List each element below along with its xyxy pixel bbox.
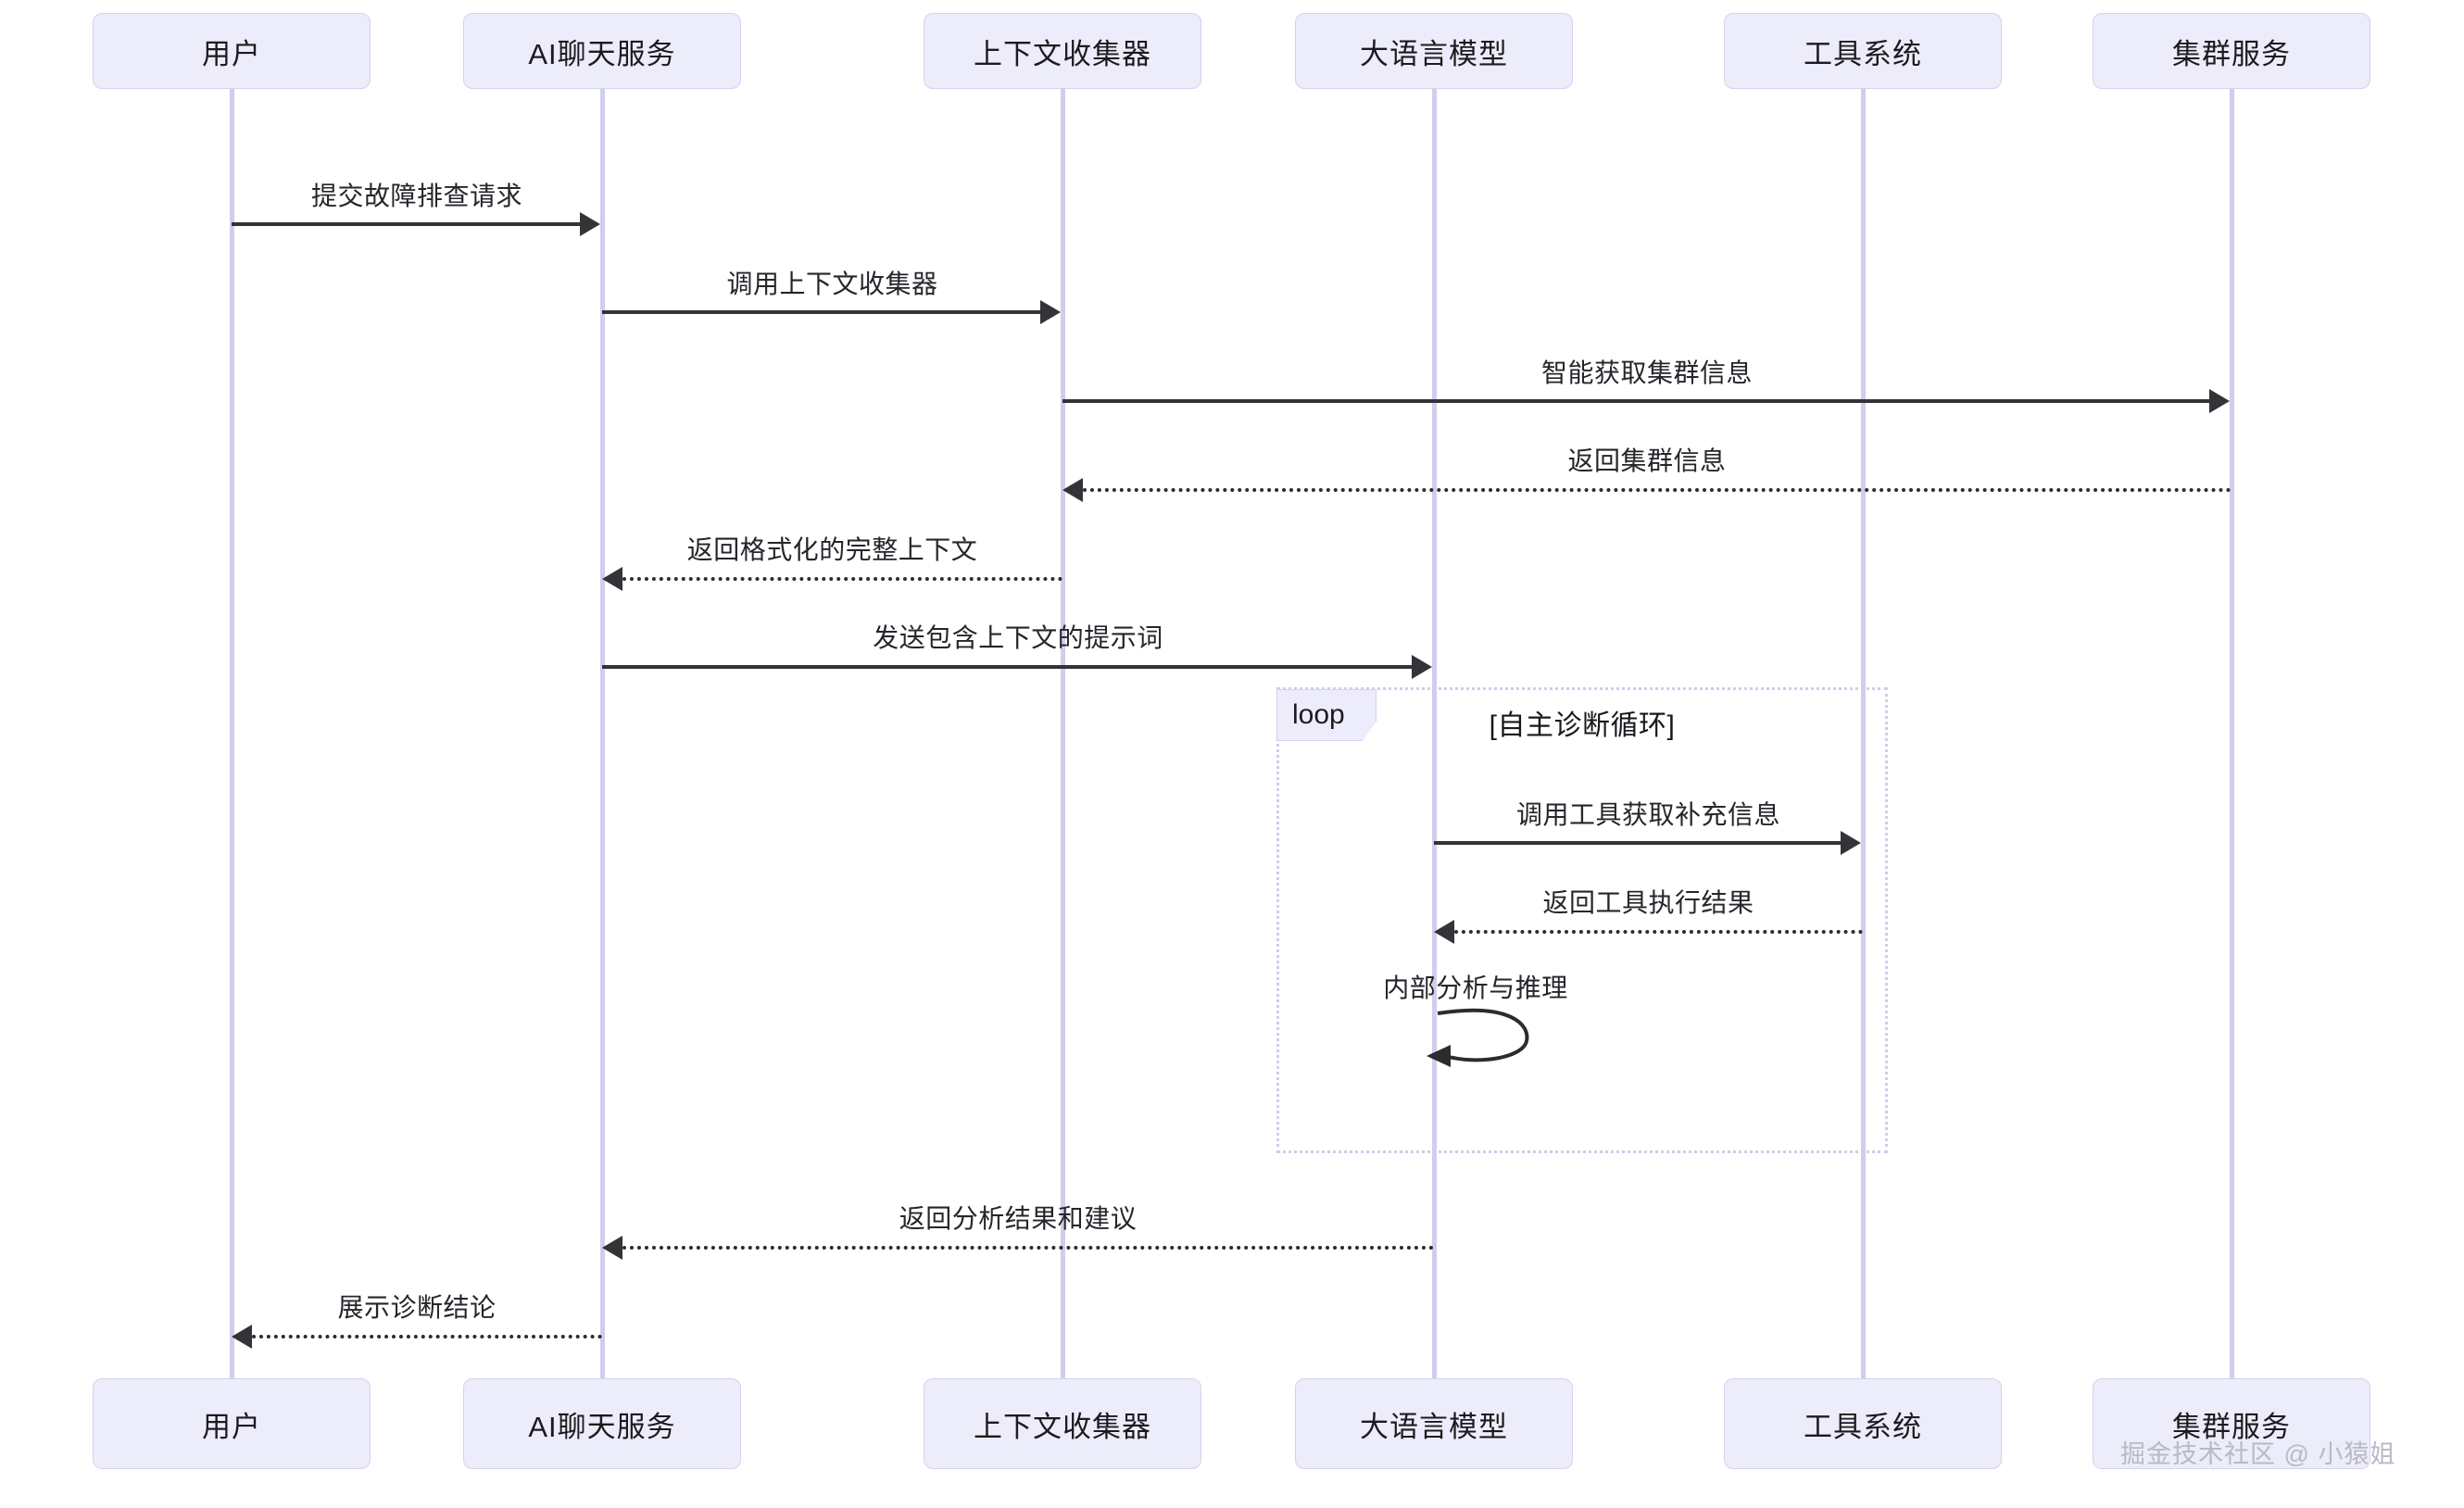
message-label-10: 返回分析结果和建议 [899, 1204, 1138, 1233]
message-arrowhead-3 [2209, 389, 2230, 413]
lifeline-user [230, 89, 234, 1378]
actor-label: AI聊天服务 [528, 1410, 676, 1443]
lifeline-llm [1432, 89, 1437, 1378]
loop-fragment-tab[interactable]: loop [1276, 689, 1377, 741]
actor-label: 集群服务 [2172, 1410, 2291, 1443]
actor-box-top-collector[interactable]: 上下文收集器 [924, 13, 1201, 89]
message-label-6: 发送包含上下文的提示词 [873, 623, 1163, 652]
actor-label: 大语言模型 [1360, 37, 1508, 70]
message-arrowhead-8 [1434, 920, 1454, 944]
message-arrowhead-1 [580, 212, 600, 236]
message-line-1 [232, 222, 582, 226]
message-line-6 [602, 665, 1414, 669]
message-arrowhead-11 [232, 1325, 252, 1349]
message-arrowhead-7 [1841, 831, 1861, 855]
actor-label: 工具系统 [1804, 37, 1922, 70]
actor-box-bottom-cluster[interactable]: 集群服务 [2093, 1378, 2370, 1469]
actor-label: 上下文收集器 [974, 1410, 1151, 1443]
message-label-3: 智能获取集群信息 [1540, 358, 1753, 387]
lifeline-chat [600, 89, 605, 1378]
lifeline-collector [1061, 89, 1065, 1378]
actor-box-top-user[interactable]: 用户 [93, 13, 371, 89]
lifeline-tools [1861, 89, 1866, 1378]
actor-label: 上下文收集器 [974, 37, 1151, 70]
actor-box-bottom-user[interactable]: 用户 [93, 1378, 371, 1469]
message-label-9: 内部分析与推理 [1383, 974, 1568, 1002]
actor-label: 用户 [202, 37, 261, 70]
message-label-4: 返回集群信息 [1567, 446, 1727, 475]
message-line-2 [602, 310, 1042, 314]
message-label-11: 展示诊断结论 [337, 1293, 497, 1322]
actor-label: 集群服务 [2172, 37, 2291, 70]
message-line-4 [1083, 488, 2231, 492]
message-arrowhead-2 [1040, 300, 1061, 324]
actor-box-bottom-chat[interactable]: AI聊天服务 [463, 1378, 741, 1469]
message-arrowhead-5 [602, 567, 622, 591]
message-line-8 [1454, 930, 1863, 934]
watermark-text: 掘金技术社区 @ 小猿姐 [2120, 1440, 2396, 1468]
message-label-7: 调用工具获取补充信息 [1515, 800, 1780, 829]
loop-fragment-box [1276, 687, 1888, 1153]
message-arrowhead-6 [1412, 655, 1432, 679]
loop-fragment-title: [自主诊断循环] [1489, 710, 1676, 741]
actor-label: AI聊天服务 [528, 37, 676, 70]
message-line-10 [622, 1246, 1434, 1250]
actor-box-top-chat[interactable]: AI聊天服务 [463, 13, 741, 89]
message-line-11 [252, 1335, 602, 1338]
message-line-3 [1062, 399, 2211, 403]
self-loop-arrow [1427, 1008, 1529, 1067]
actor-label: 用户 [202, 1410, 261, 1443]
message-arrowhead-4 [1062, 478, 1083, 502]
message-label-5: 返回格式化的完整上下文 [686, 535, 978, 564]
message-line-7 [1434, 841, 1842, 845]
message-label-2: 调用上下文收集器 [726, 270, 938, 298]
actor-box-bottom-collector[interactable]: 上下文收集器 [924, 1378, 1201, 1469]
message-line-5 [622, 577, 1062, 581]
loop-fragment-tab-label: loop [1292, 699, 1345, 730]
actor-box-top-cluster[interactable]: 集群服务 [2093, 13, 2370, 89]
message-label-1: 提交故障排查请求 [310, 182, 522, 210]
actor-box-top-tools[interactable]: 工具系统 [1724, 13, 2002, 89]
actor-box-top-llm[interactable]: 大语言模型 [1295, 13, 1573, 89]
actor-box-bottom-llm[interactable]: 大语言模型 [1295, 1378, 1573, 1469]
actor-box-bottom-tools[interactable]: 工具系统 [1724, 1378, 2002, 1469]
lifeline-cluster [2230, 89, 2234, 1378]
message-arrowhead-10 [602, 1236, 622, 1260]
actor-label: 大语言模型 [1360, 1410, 1508, 1443]
actor-label: 工具系统 [1804, 1410, 1922, 1443]
message-label-8: 返回工具执行结果 [1542, 888, 1754, 917]
